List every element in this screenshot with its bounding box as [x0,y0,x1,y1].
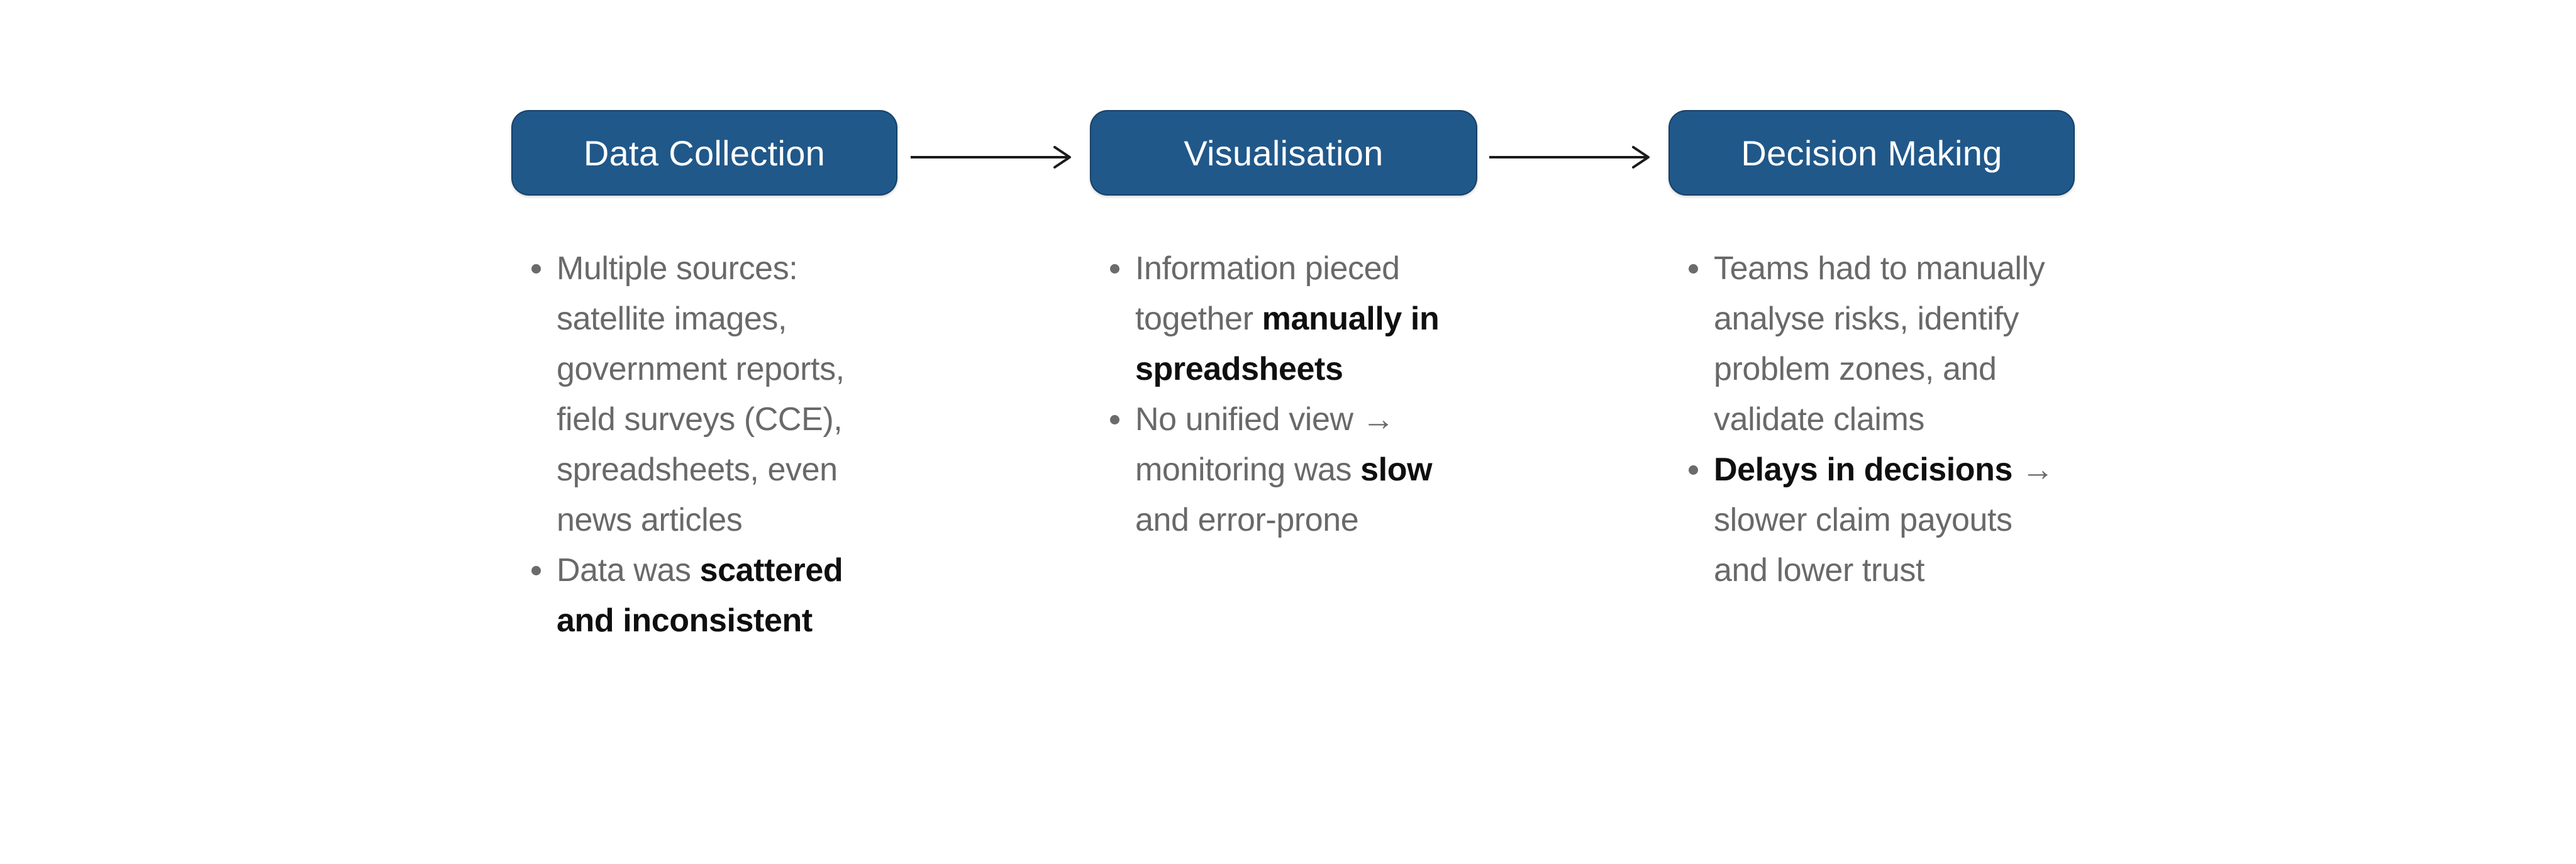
text-segment: together [1135,301,1262,337]
bullet-line: Information pieced [1135,243,1477,294]
bullet-line: Data was scattered [557,545,897,595]
flow-arrow-1 [911,146,1071,169]
stage-box-decision-making: Decision Making [1668,110,2075,196]
bullet-line: news articles [557,495,897,545]
bullet-item: Delays in decisions →slower claim payout… [1687,445,2075,595]
bullet-line: problem zones, and [1714,344,2075,394]
text-segment: and error-prone [1135,502,1359,538]
bullet-line: together manually in [1135,294,1477,344]
stage-bullet-list: Multiple sources: satellite images, govern… [530,243,897,646]
bullet-line: and error-prone [1135,495,1477,545]
text-segment: news articles [557,502,743,538]
text-segment: Teams had to manually [1714,250,2045,287]
text-segment-emphasis: Delays in decisions [1714,451,2013,488]
stage-title: Data Collection [583,133,826,173]
bullet-line: analyse risks, identify [1714,294,2075,344]
stage-bullet-list: Information pieced together manually in sp… [1109,243,1477,545]
text-segment: slower claim payouts [1714,502,2012,538]
text-segment: government reports, [557,351,845,387]
text-segment: monitoring was [1135,451,1361,488]
text-segment: analyse risks, identify [1714,301,2019,337]
bullet-line: spreadsheets [1135,344,1477,394]
bullet-line: satellite images, [557,294,897,344]
bullet-line: No unified view → [1135,394,1477,445]
bullet-item: Data was scattered and inconsistent [530,545,897,646]
bullet-line: and inconsistent [557,595,897,646]
bullet-line: Teams had to manually [1714,243,2075,294]
text-segment: Data was [557,552,700,589]
text-segment: → [2012,451,2054,488]
text-segment: Multiple sources: [557,250,798,287]
bullet-item: Teams had to manually analyse risks, iden… [1687,243,2075,445]
stage-column-decision-making: Decision Making Teams had to manually ana… [1668,110,2075,595]
bullet-dot-icon [531,566,541,575]
bullet-line: monitoring was slow [1135,445,1477,495]
text-segment: problem zones, and [1714,351,1997,387]
text-segment: spreadsheets, even [557,451,838,488]
stage-title: Visualisation [1184,133,1384,173]
stage-column-visualisation: Visualisation Information pieced together… [1090,110,1477,545]
text-segment-emphasis: slow [1360,451,1433,488]
stage-column-data-collection: Data Collection Multiple sources: satelli… [511,110,897,646]
bullet-item: Multiple sources: satellite images, govern… [530,243,897,545]
stage-bullet-list: Teams had to manually analyse risks, iden… [1687,243,2075,595]
text-segment: Information pieced [1135,250,1400,287]
bullet-dot-icon [1110,415,1119,424]
bullet-dot-icon [1689,264,1698,274]
text-segment: and lower trust [1714,552,1925,589]
bullet-dot-icon [1110,264,1119,274]
flow-arrow-2 [1489,146,1650,169]
bullet-line: slower claim payouts [1714,495,2075,545]
text-segment-emphasis: manually in [1262,301,1440,337]
text-segment: validate claims [1714,401,1925,438]
stage-box-visualisation: Visualisation [1090,110,1477,196]
bullet-dot-icon [1689,465,1698,475]
text-segment-emphasis: and inconsistent [557,602,813,639]
bullet-line: field surveys (CCE), [557,394,897,445]
bullet-line: validate claims [1714,394,2075,445]
text-segment: satellite images, [557,301,787,337]
stage-box-data-collection: Data Collection [511,110,897,196]
bullet-line: spreadsheets, even [557,445,897,495]
text-segment-emphasis: scattered [699,552,843,589]
text-segment-emphasis: spreadsheets [1135,351,1343,387]
text-segment: field surveys (CCE), [557,401,843,438]
bullet-line: Delays in decisions → [1714,445,2075,495]
stage-title: Decision Making [1741,133,2002,173]
bullet-item: Information pieced together manually in sp… [1109,243,1477,394]
bullet-line: government reports, [557,344,897,394]
text-segment: No unified view → [1135,401,1395,438]
bullet-dot-icon [531,264,541,274]
bullet-line: Multiple sources: [557,243,897,294]
bullet-line: and lower trust [1714,545,2075,595]
